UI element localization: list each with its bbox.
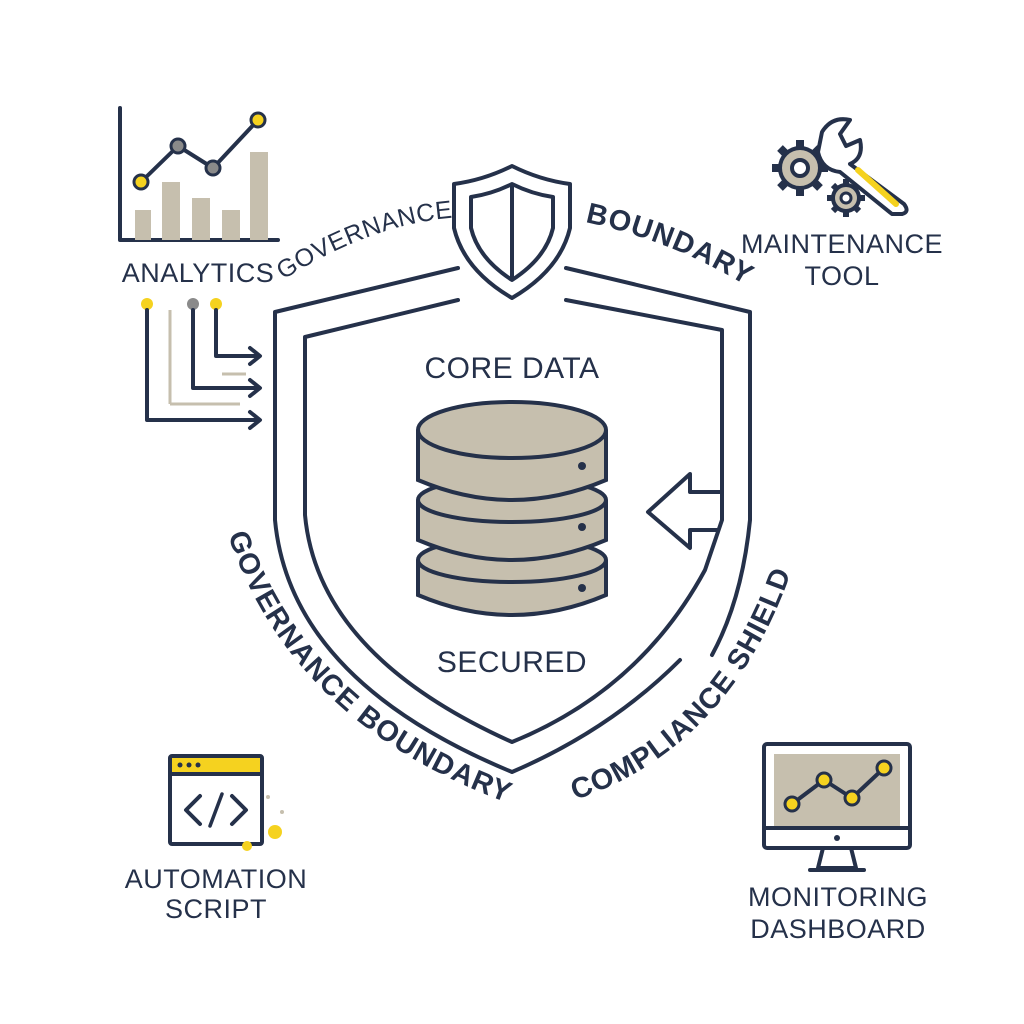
maintenance-label-line1: MAINTENANCE bbox=[741, 229, 943, 259]
gears-wrench-icon bbox=[772, 117, 909, 217]
core-data-title: CORE DATA bbox=[424, 352, 599, 385]
analytics-label: ANALYTICS bbox=[122, 258, 275, 288]
code-window-icon bbox=[168, 754, 284, 851]
analytics-chart-icon bbox=[118, 106, 280, 242]
governance-boundary-shield bbox=[273, 266, 752, 774]
boundary-label-top-left: GOVERNANCE bbox=[272, 196, 454, 285]
monitoring-label-line1: MONITORING bbox=[748, 882, 928, 912]
return-arrow bbox=[646, 472, 724, 550]
shield-inner-outline bbox=[303, 298, 724, 744]
database-icon bbox=[416, 400, 608, 617]
monitoring-label-line2: DASHBOARD bbox=[750, 914, 926, 944]
automation-label-line2: SCRIPT bbox=[165, 894, 267, 924]
analytics-data-feed-arrows bbox=[141, 298, 262, 430]
shield-outer-outline bbox=[273, 266, 682, 774]
monitor-chart-icon bbox=[762, 742, 912, 872]
core-data-status: SECURED bbox=[437, 646, 587, 679]
shield-icon bbox=[452, 164, 572, 300]
automation-label-line1: AUTOMATION bbox=[125, 864, 308, 894]
shield-outer-outline-right bbox=[564, 266, 752, 657]
maintenance-label-line2: TOOL bbox=[804, 261, 879, 291]
